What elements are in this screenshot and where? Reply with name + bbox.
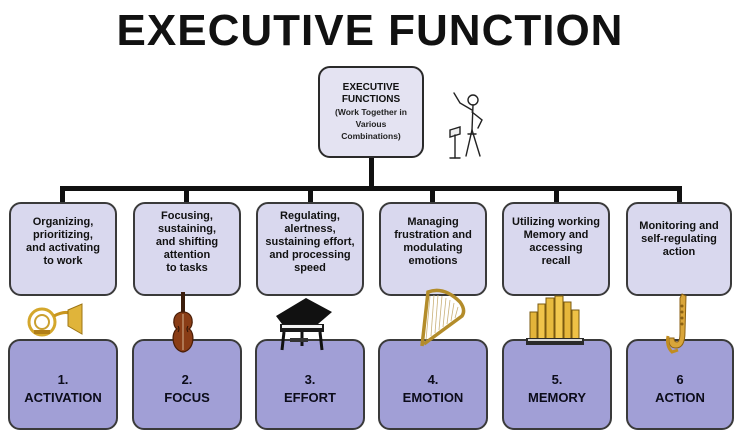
connector-drop-1 <box>60 186 65 203</box>
executive-functions-box: EXECUTIVE FUNCTIONS (Work Together in Va… <box>318 66 424 158</box>
category-name: ACTIVATION <box>24 390 102 405</box>
category-box-activation: 1. ACTIVATION <box>8 339 118 430</box>
category-box-effort: 3. EFFORT <box>255 339 365 430</box>
connector-drop-3 <box>308 186 313 203</box>
description-line: sustaining effort, <box>265 236 355 248</box>
violin-icon <box>172 292 194 353</box>
description-line: Managing <box>407 216 459 228</box>
description-box-focus: Focusing, sustaining, and shifting atten… <box>133 202 241 296</box>
harp-icon <box>420 288 466 347</box>
description-line: self-regulating <box>641 233 717 245</box>
category-box-emotion: 4. EMOTION <box>378 339 488 430</box>
description-line: Regulating, <box>280 210 340 222</box>
description-line: modulating <box>403 242 463 254</box>
connector-drop-6 <box>677 186 682 203</box>
connector-drop-4 <box>430 186 435 203</box>
category-name: EFFORT <box>284 390 336 405</box>
diagram-title: EXECUTIVE FUNCTION <box>116 6 624 55</box>
description-line: action <box>662 246 696 258</box>
center-sub-line: Various <box>355 119 387 129</box>
category-name: ACTION <box>655 390 705 405</box>
category-box-focus: 2. FOCUS <box>132 339 242 430</box>
description-line: frustration and <box>394 229 472 241</box>
description-line: and shifting <box>155 236 219 248</box>
connector-horizontal <box>60 186 682 191</box>
description-line: emotions <box>408 255 458 267</box>
pipe-organ-icon <box>526 295 584 345</box>
description-line: to work <box>43 255 83 267</box>
description-line: and activating <box>26 242 100 254</box>
center-sub-line: Combinations) <box>341 131 401 141</box>
center-main-line: EXECUTIVE <box>342 82 400 93</box>
category-number: 6 <box>676 372 684 387</box>
category-box-action: 6 ACTION <box>626 339 734 430</box>
description-box-action: Monitoring and self-regulating action <box>626 202 732 296</box>
description-line: accessing <box>529 242 583 254</box>
description-line: Utilizing working <box>512 216 600 228</box>
description-line: prioritizing, <box>33 229 93 241</box>
description-line: Focusing, <box>161 210 213 222</box>
center-sub-line: (Work Together in <box>335 107 407 117</box>
description-line: to tasks <box>166 262 208 274</box>
description-box-activation: Organizing, prioritizing, and activating… <box>9 202 117 296</box>
category-name: EMOTION <box>402 390 464 405</box>
category-name: FOCUS <box>164 390 210 405</box>
conductor-icon <box>449 92 483 159</box>
description-box-memory: Utilizing working Memory and accessing r… <box>502 202 610 296</box>
saxophone-icon <box>666 293 687 354</box>
connector-drop-5 <box>554 186 559 203</box>
center-main-line: FUNCTIONS <box>341 94 401 105</box>
category-number: 4. <box>427 372 439 387</box>
category-number: 3. <box>304 372 316 387</box>
category-name: MEMORY <box>527 390 587 405</box>
description-box-effort: Regulating, alertness, sustaining effort… <box>256 202 364 296</box>
description-line: recall <box>541 255 571 267</box>
category-number: 1. <box>57 372 69 387</box>
description-line: speed <box>294 262 326 274</box>
description-line: Monitoring and <box>639 220 719 232</box>
description-line: and processing <box>269 249 351 261</box>
category-number: 5. <box>551 372 563 387</box>
category-number: 2. <box>181 372 193 387</box>
description-box-emotion: Managing frustration and modulating emot… <box>379 202 487 296</box>
description-line: attention <box>163 249 211 261</box>
description-line: sustaining, <box>157 223 217 235</box>
description-line: Memory and <box>523 229 589 241</box>
description-line: alertness, <box>284 223 336 235</box>
category-box-memory: 5. MEMORY <box>502 339 612 430</box>
connector-center-down <box>369 158 374 188</box>
connector-drop-2 <box>184 186 189 203</box>
french-horn-icon <box>27 303 83 337</box>
piano-icon <box>276 298 332 351</box>
description-line: Organizing, <box>32 216 94 228</box>
